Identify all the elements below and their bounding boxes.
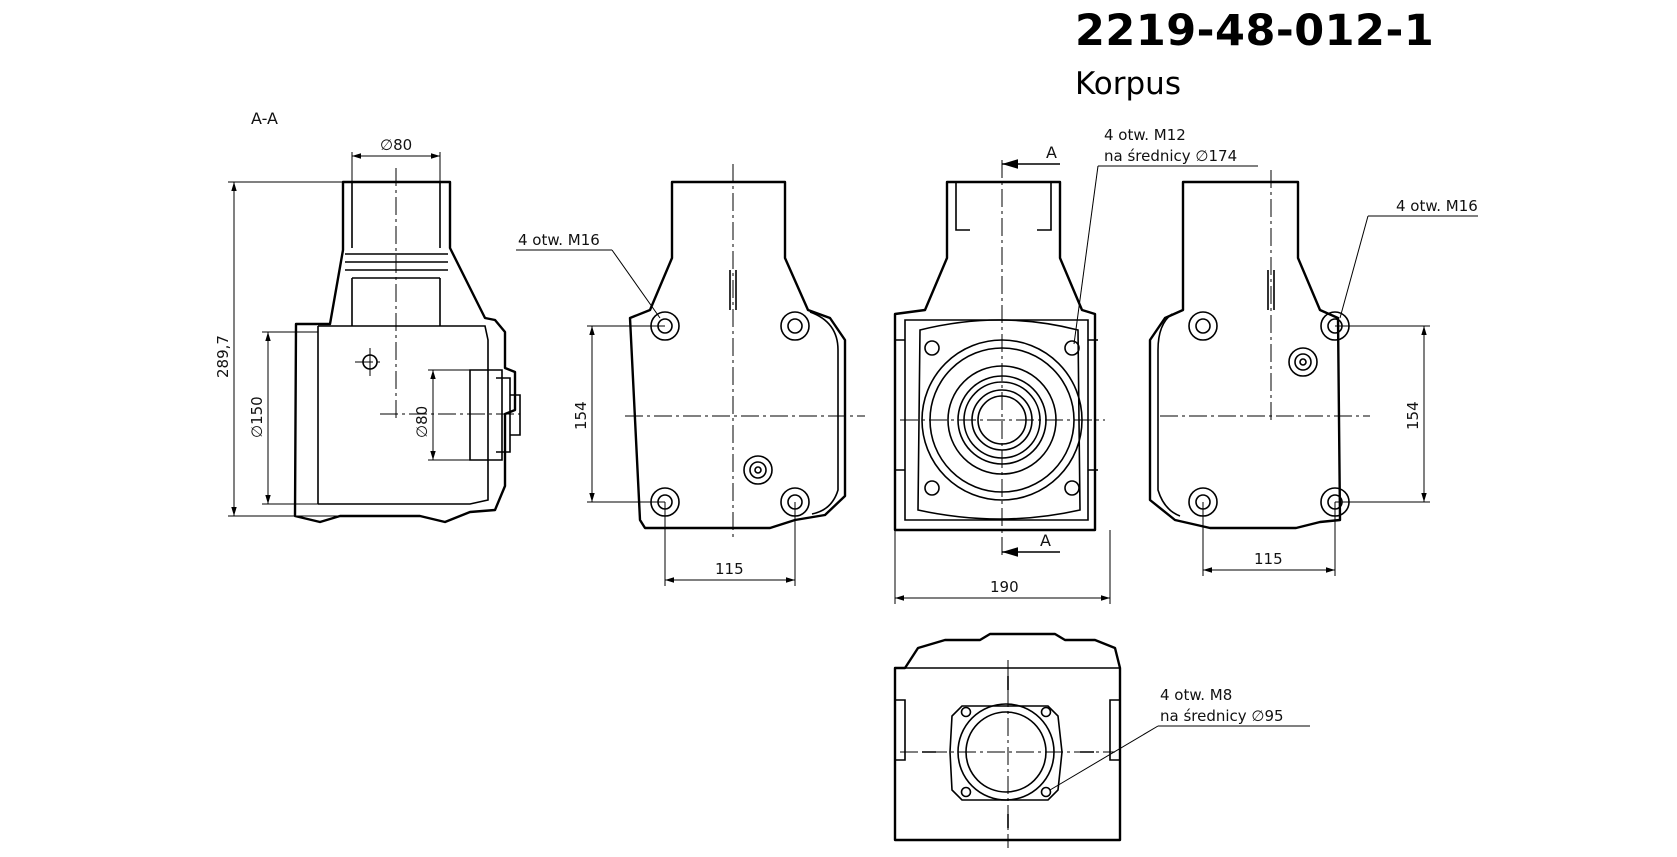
callout-left-holes: 4 otw. M16 bbox=[518, 231, 600, 249]
dim-section-height: 289,7 bbox=[214, 335, 232, 378]
bolt-holes bbox=[1188, 311, 1350, 517]
part-name: Korpus bbox=[1075, 66, 1181, 102]
dim-right-width: 115 bbox=[1254, 550, 1283, 568]
callout-front-holes-line2: na średnicy ∅174 bbox=[1104, 147, 1237, 165]
front-view: A A 4 otw. M12 na średnicy ∅174 190 bbox=[893, 126, 1258, 604]
bottom-view: 4 otw. M8 na średnicy ∅95 bbox=[893, 632, 1310, 848]
dim-left-width: 115 bbox=[715, 560, 744, 578]
bolt-holes bbox=[924, 340, 1080, 496]
dim-front-width: 190 bbox=[990, 578, 1019, 596]
dim-section-flange-diameter: ∅150 bbox=[248, 396, 266, 438]
part-number: 2219-48-012-1 bbox=[1075, 6, 1435, 56]
dim-section-top-diameter: ∅80 bbox=[380, 136, 412, 154]
callout-right-holes: 4 otw. M16 bbox=[1396, 197, 1478, 215]
dim-left-height: 154 bbox=[572, 401, 590, 430]
dim-right-height: 154 bbox=[1404, 401, 1422, 430]
callout-bottom-holes-line1: 4 otw. M8 bbox=[1160, 686, 1232, 704]
section-label: A-A bbox=[251, 109, 278, 128]
section-view-a-a: A-A ∅80 289,7 ∅150 bbox=[214, 109, 521, 524]
bolt-holes bbox=[960, 706, 1052, 798]
left-view: 4 otw. M16 154 115 bbox=[516, 164, 865, 586]
cut-marker-top: A bbox=[1046, 143, 1057, 162]
bolt-holes bbox=[650, 311, 810, 517]
cut-marker-bottom: A bbox=[1040, 531, 1051, 550]
callout-bottom-holes-line2: na średnicy ∅95 bbox=[1160, 707, 1284, 725]
dim-section-inner-diameter: ∅80 bbox=[413, 406, 431, 438]
callout-front-holes-line1: 4 otw. M12 bbox=[1104, 126, 1186, 144]
right-view: 4 otw. M16 154 115 bbox=[1148, 170, 1478, 576]
